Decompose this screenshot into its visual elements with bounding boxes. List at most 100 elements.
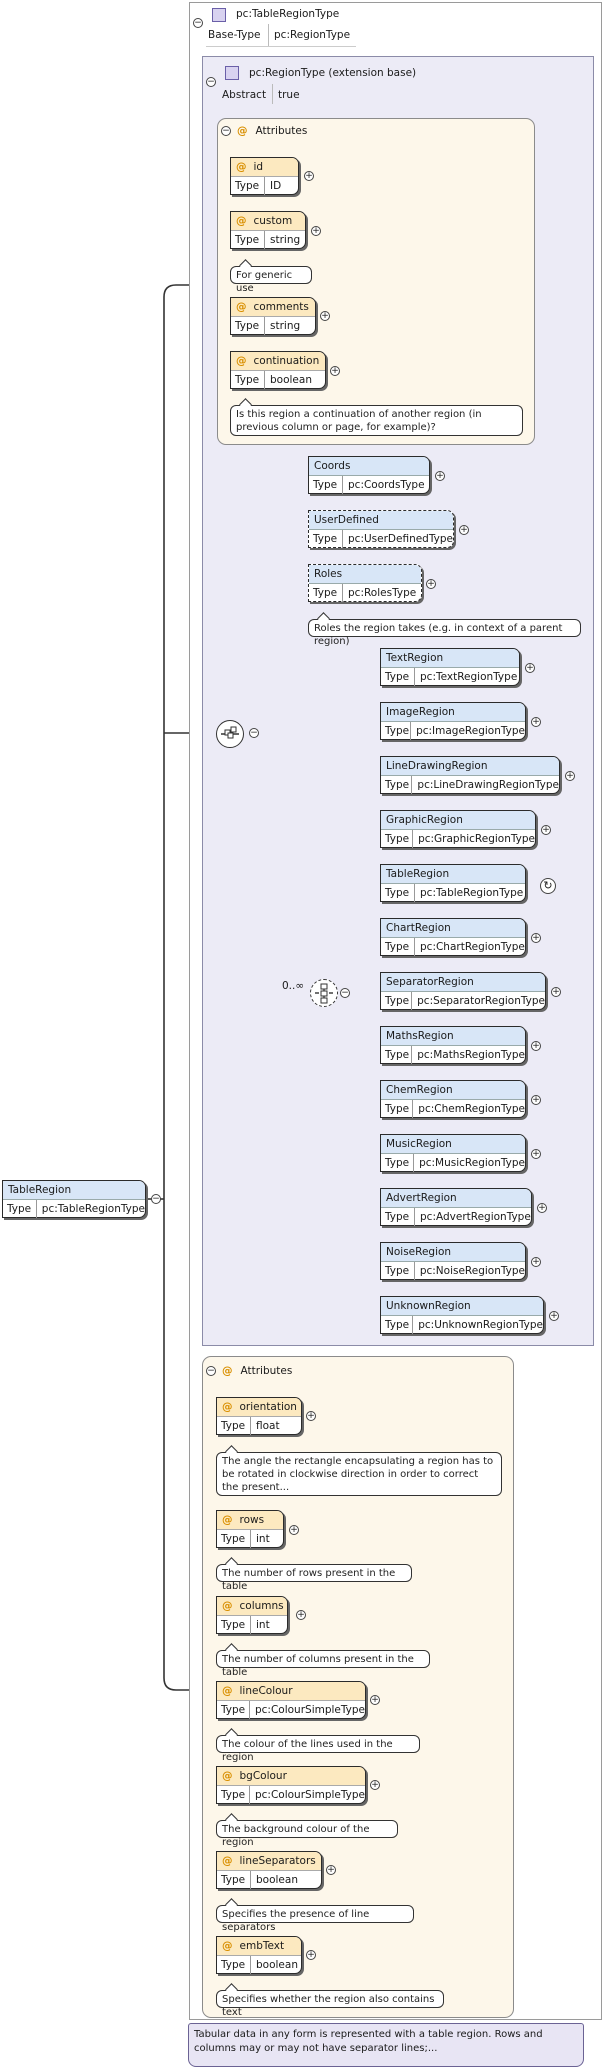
attribute-name: lineColour <box>239 1685 293 1697</box>
base-type-underline <box>206 46 356 47</box>
attribute-name: bgColour <box>239 1770 287 1782</box>
attribute-name: id <box>253 161 264 173</box>
collapse-icon[interactable]: − <box>340 988 350 998</box>
expand-icon[interactable]: + <box>459 525 469 535</box>
collapse-icon[interactable]: − <box>151 1194 161 1204</box>
expand-icon[interactable]: + <box>435 471 445 481</box>
expand-icon[interactable]: + <box>370 1695 380 1705</box>
element-doc: Roles the region takes (e.g. in context … <box>308 619 581 647</box>
type-key: Type <box>217 1530 251 1548</box>
expand-icon[interactable]: + <box>304 171 314 181</box>
attribute-name: comments <box>253 301 309 313</box>
collapse-icon[interactable]: − <box>249 728 259 738</box>
expand-icon[interactable]: + <box>330 366 340 376</box>
expand-icon[interactable]: + <box>525 663 535 673</box>
sequence-compositor-icon[interactable] <box>216 720 244 748</box>
choice-compositor-icon[interactable] <box>310 979 338 1007</box>
element-type: pc:MathsRegionType <box>417 1049 525 1061</box>
type-key: Type <box>381 992 413 1010</box>
attribute-name: columns <box>239 1600 284 1612</box>
at-sign-icon: @ <box>222 1514 233 1526</box>
base-type-key: Base-Type <box>208 29 261 41</box>
expand-icon[interactable]: + <box>537 1203 547 1213</box>
expand-icon[interactable]: + <box>311 226 321 236</box>
type-key: Type <box>381 1100 414 1118</box>
element-name: TableRegion <box>3 1181 145 1200</box>
complex-type-name: pc:TableRegionType <box>236 8 340 20</box>
collapse-icon[interactable]: − <box>206 1366 216 1376</box>
element-name: MathsRegion <box>381 1027 525 1046</box>
expand-icon[interactable]: + <box>426 579 436 589</box>
sequence-glyph <box>221 726 239 739</box>
at-sign-icon: @ <box>222 1401 233 1413</box>
element-name: TextRegion <box>381 649 519 668</box>
expand-icon[interactable]: + <box>320 311 330 321</box>
recursion-icon[interactable]: ↻ <box>540 878 556 894</box>
element-name: MusicRegion <box>381 1135 525 1154</box>
collapse-icon[interactable]: − <box>193 18 203 28</box>
root-doc-text: Tabular data in any form is represented … <box>194 2029 543 2054</box>
expand-icon[interactable]: + <box>531 717 541 727</box>
choice-multiplicity: 0..∞ <box>282 980 305 992</box>
type-key: Type <box>231 371 265 389</box>
type-key: Type <box>381 1262 415 1280</box>
element-type: pc:SeparatorRegionType <box>417 995 545 1007</box>
element-mathsregion[interactable]: MathsRegion Type pc:MathsRegionType <box>380 1026 526 1064</box>
expand-icon[interactable]: + <box>326 1865 336 1875</box>
element-type: pc:GraphicRegionType <box>418 833 535 845</box>
collapse-icon[interactable]: − <box>221 126 231 136</box>
abstract-value: true <box>278 89 300 101</box>
expand-icon[interactable]: + <box>370 1780 380 1790</box>
expand-icon[interactable]: + <box>551 987 561 997</box>
expand-icon[interactable]: + <box>531 1149 541 1159</box>
expand-icon[interactable]: + <box>306 1950 316 1960</box>
expand-icon[interactable]: + <box>531 1095 541 1105</box>
attribute-name: embText <box>239 1940 285 1952</box>
element-type: pc:ChartRegionType <box>420 941 525 953</box>
expand-icon[interactable]: + <box>531 1041 541 1051</box>
collapse-icon[interactable]: − <box>206 77 216 87</box>
at-sign-icon: @ <box>236 161 247 173</box>
expand-icon[interactable]: + <box>296 1610 306 1620</box>
attribute-type: string <box>270 320 301 332</box>
expand-icon[interactable]: + <box>531 1257 541 1267</box>
element-name: AdvertRegion <box>381 1189 531 1208</box>
type-key: Type <box>381 1154 415 1172</box>
expand-icon[interactable]: + <box>549 1311 559 1321</box>
expand-icon[interactable]: + <box>306 1411 316 1421</box>
expand-icon[interactable]: + <box>541 825 551 835</box>
expand-icon[interactable]: + <box>289 1525 299 1535</box>
type-key: Type <box>381 830 414 848</box>
type-key: Type <box>381 1046 413 1064</box>
expand-icon[interactable]: + <box>565 771 575 781</box>
attribute-doc: The number of columns present in the tab… <box>216 1650 430 1678</box>
expand-icon[interactable]: + <box>531 933 541 943</box>
